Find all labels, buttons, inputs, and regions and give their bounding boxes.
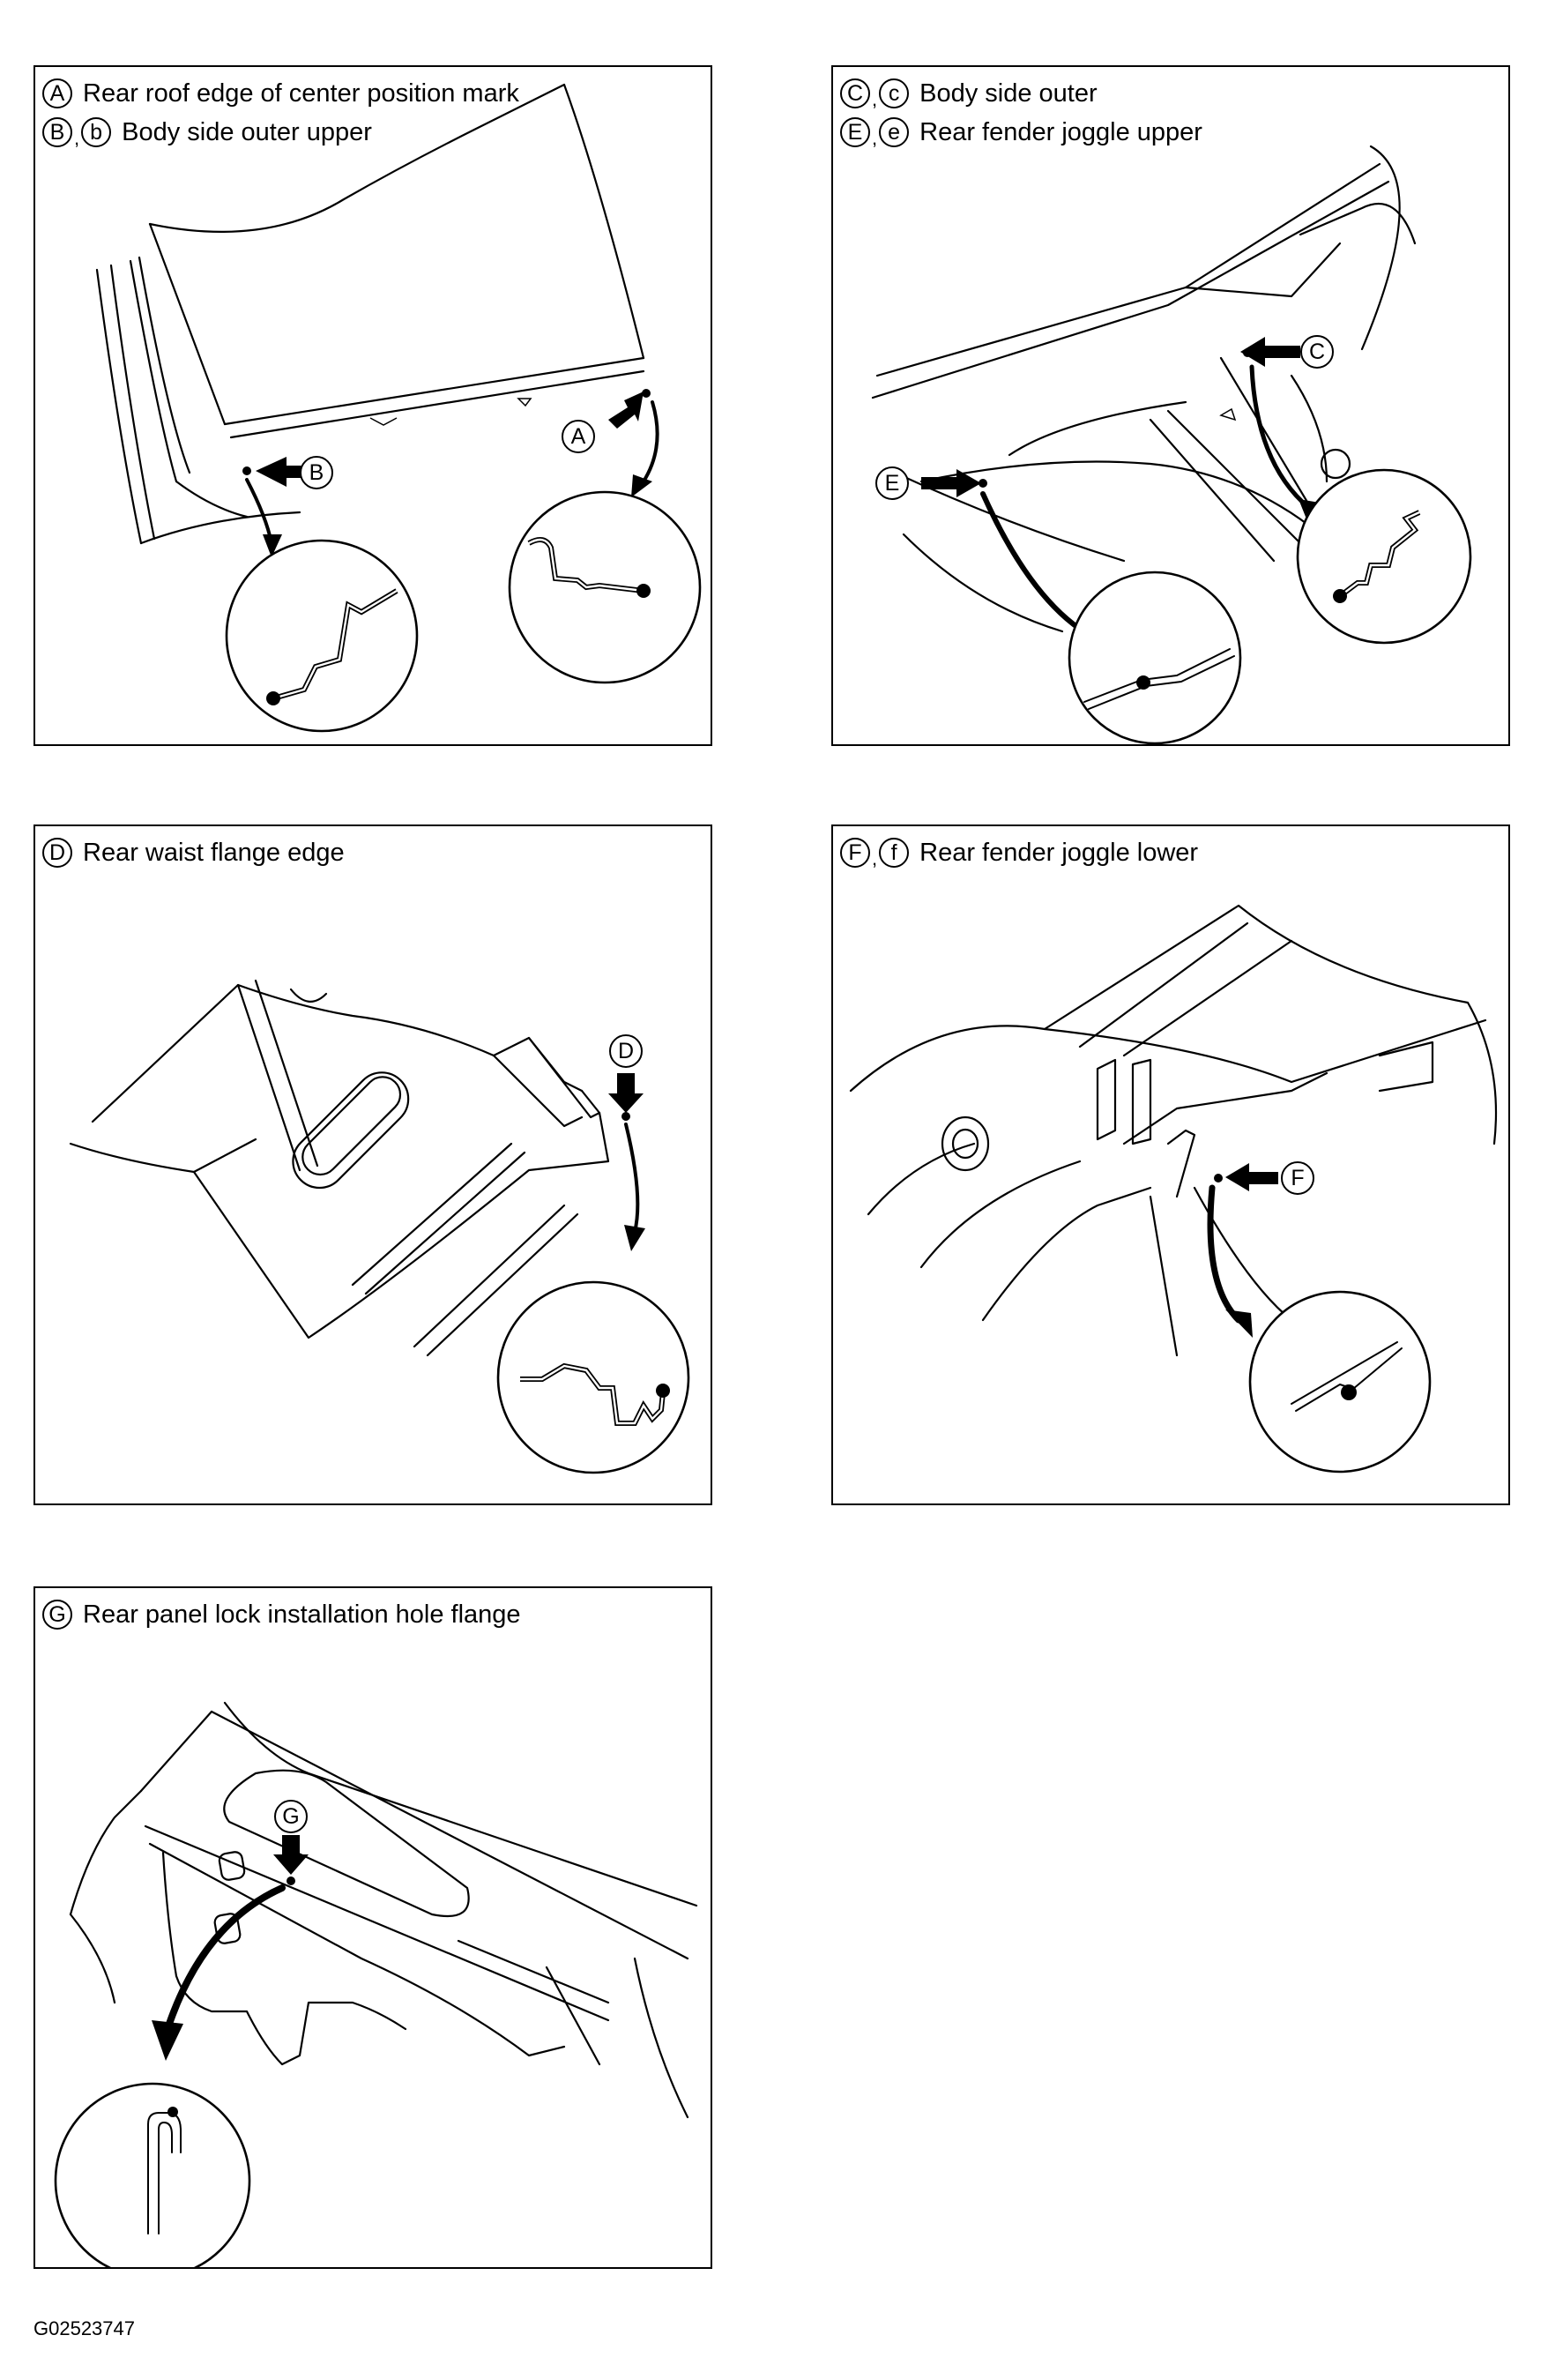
legend-row: D Rear waist flange edge — [42, 833, 345, 872]
legend-row: C, c Body side outer — [840, 74, 1202, 113]
callout-g: G — [274, 1800, 308, 1833]
magnified-section-icon — [1296, 468, 1472, 645]
point-marker-icon — [1214, 1174, 1223, 1183]
legend-row: E, e Rear fender joggle upper — [840, 113, 1202, 152]
legend-text: Body side outer — [919, 79, 1098, 108]
panel-g-drawing — [54, 1701, 698, 2267]
panel-d: D Rear waist flange edge D — [33, 824, 712, 1505]
label-mark: G — [42, 1600, 72, 1630]
legend-row: G Rear panel lock installation hole flan… — [42, 1595, 521, 1634]
callout-f: F — [1281, 1161, 1314, 1195]
curved-arrow-icon — [152, 1884, 286, 2061]
point-marker-icon — [1243, 348, 1252, 357]
label-mark: D — [42, 838, 72, 868]
arrow-icon — [273, 1835, 309, 1875]
legend-text: Rear panel lock installation hole flange — [83, 1600, 521, 1629]
point-marker-icon — [621, 1112, 630, 1121]
label-mark: C — [840, 78, 870, 108]
label-mark: c — [879, 78, 910, 108]
panel-ce-drawing — [871, 145, 1472, 744]
figure-code: G02523747 — [33, 2317, 135, 2339]
legend: C, c Body side outer E, e Rear fender jo… — [840, 74, 1202, 152]
panel-ce: C, c Body side outer E, e Rear fender jo… — [831, 65, 1510, 746]
label-mark: E — [840, 117, 870, 147]
legend-text: Rear roof edge of center position mark — [83, 79, 519, 108]
label-mark: B — [42, 117, 72, 147]
label-mark: f — [879, 838, 910, 868]
callout-a: A — [562, 420, 595, 453]
point-marker-icon — [242, 466, 251, 475]
magnified-section-icon — [1068, 571, 1242, 744]
panel-f: F, f Rear fender joggle lower F — [831, 824, 1510, 1505]
curved-arrow-icon — [245, 400, 659, 557]
label-mark: b — [81, 117, 112, 147]
label-mark: e — [879, 117, 910, 147]
magnified-section-icon — [54, 2082, 251, 2267]
arrow-icon — [1225, 1163, 1278, 1191]
legend-text: Body side outer upper — [122, 118, 372, 146]
curved-arrow-icon — [1207, 1184, 1253, 1338]
curved-arrow-icon — [624, 1123, 645, 1251]
magnified-section-icon — [508, 490, 702, 684]
arrow-icon — [256, 392, 644, 487]
legend: F, f Rear fender joggle lower — [840, 833, 1198, 872]
panel-d-drawing — [69, 979, 690, 1474]
legend-row: A Rear roof edge of center position mark — [42, 74, 519, 113]
point-marker-icon — [642, 389, 651, 398]
panel-ab: A Rear roof edge of center position mark… — [33, 65, 712, 746]
legend-text: Rear fender joggle lower — [919, 839, 1199, 867]
point-marker-icon — [979, 479, 987, 488]
fender-lower-sketch — [849, 904, 1498, 1357]
callout-b: B — [300, 456, 333, 489]
waist-flange-sketch — [69, 979, 610, 1357]
rear-panel-sketch — [69, 1701, 698, 2119]
legend-text: Rear waist flange edge — [83, 839, 345, 867]
roof-body-sketch — [95, 83, 645, 545]
panel-ab-drawing — [95, 83, 702, 733]
label-mark: F — [840, 838, 870, 868]
magnified-section-icon — [225, 539, 419, 733]
magnified-section-icon — [496, 1280, 690, 1474]
panel-g: G Rear panel lock installation hole flan… — [33, 1586, 712, 2269]
arrow-icon — [608, 1073, 644, 1113]
label-mark: A — [42, 78, 72, 108]
callout-d: D — [609, 1034, 643, 1068]
legend: D Rear waist flange edge — [42, 833, 345, 872]
legend-text: Rear fender joggle upper — [919, 118, 1202, 146]
arrow-icon — [921, 337, 1300, 497]
legend: A Rear roof edge of center position mark… — [42, 74, 519, 152]
legend-row: F, f Rear fender joggle lower — [840, 833, 1198, 872]
legend: G Rear panel lock installation hole flan… — [42, 1595, 521, 1634]
point-marker-icon — [287, 1876, 295, 1885]
callout-e: E — [875, 466, 909, 500]
legend-row: B, b Body side outer upper — [42, 113, 519, 152]
magnified-section-icon — [1248, 1290, 1432, 1474]
callout-c: C — [1300, 335, 1334, 369]
panel-f-drawing — [849, 904, 1498, 1474]
